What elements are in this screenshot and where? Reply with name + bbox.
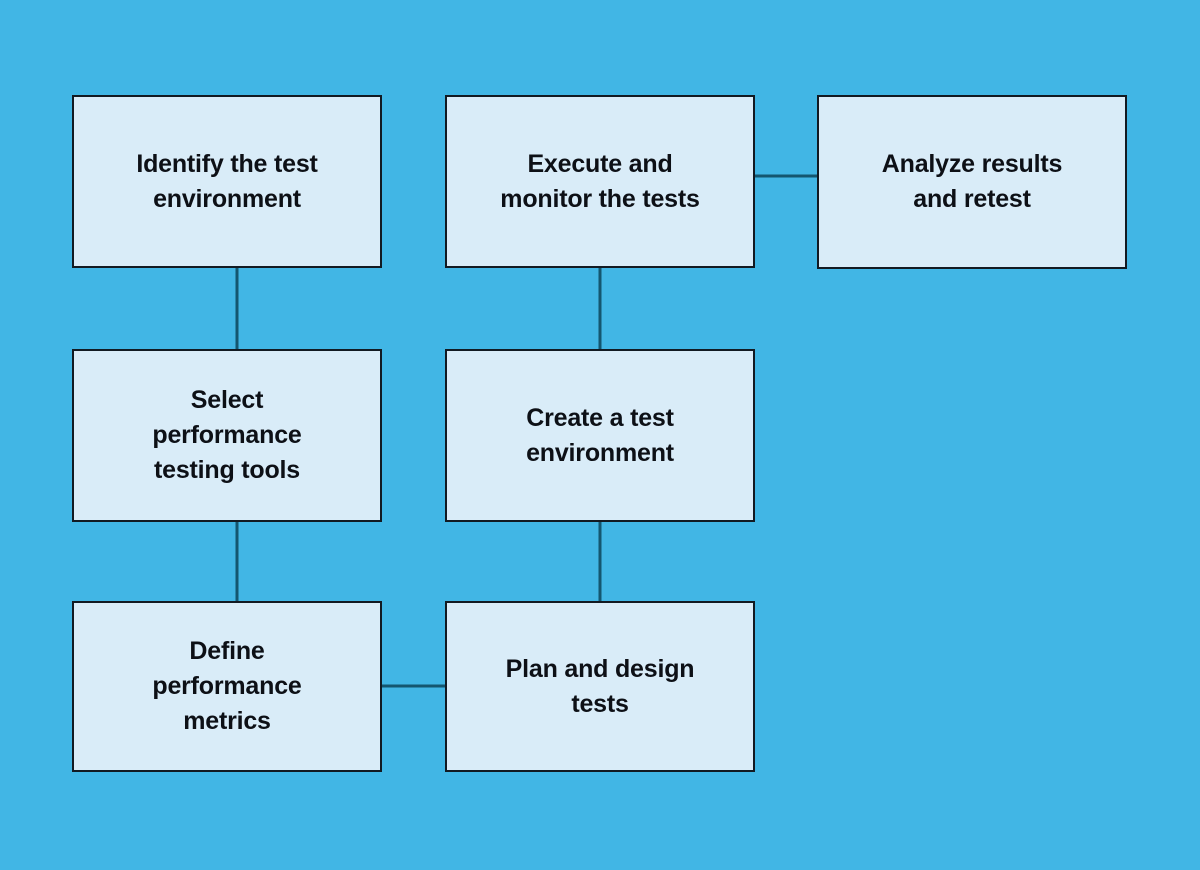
node-label: Define performance metrics (152, 637, 302, 735)
node-label: Analyze results and retest (881, 150, 1063, 213)
node-label: Create a test environment (526, 403, 674, 467)
node-analyze-results-retest: Analyze results and retest (817, 95, 1127, 269)
node-label: Execute and monitor the tests (500, 149, 700, 213)
node-label: Select performance testing tools (152, 386, 302, 484)
node-plan-design-tests: Plan and design tests (445, 601, 755, 772)
node-label: Identify the test environment (136, 149, 318, 213)
node-define-performance-metrics: Define performance metrics (72, 601, 382, 772)
node-execute-monitor-tests: Execute and monitor the tests (445, 95, 755, 268)
node-label: Plan and design tests (505, 654, 695, 718)
node-select-performance-testing-tools: Select performance testing tools (72, 349, 382, 522)
node-identify-test-environment: Identify the test environment (72, 95, 382, 268)
node-create-test-environment: Create a test environment (445, 349, 755, 522)
